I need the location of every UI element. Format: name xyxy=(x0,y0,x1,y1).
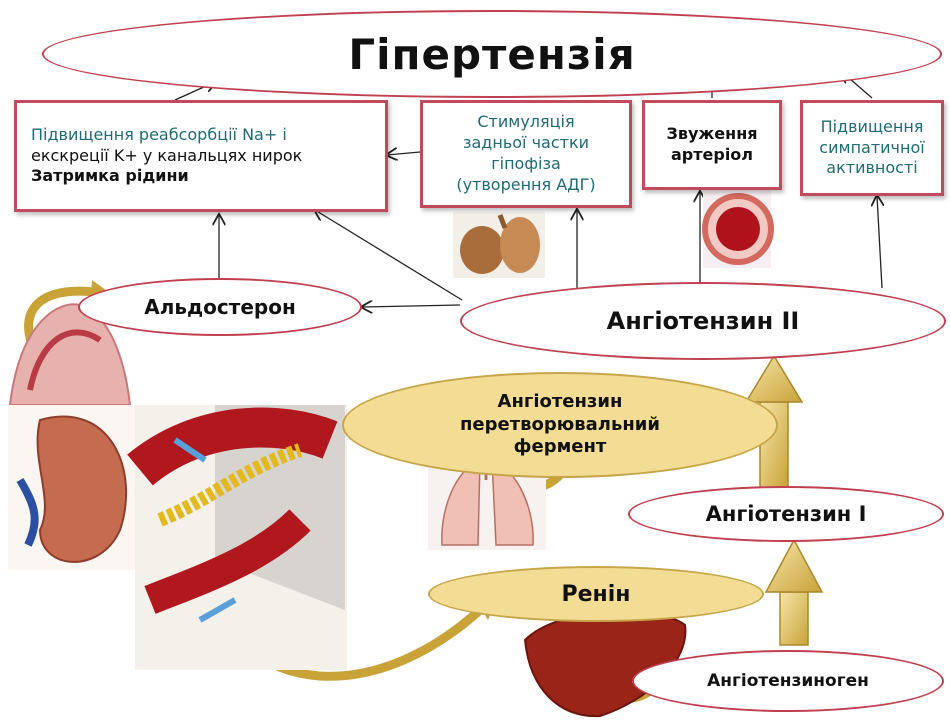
gold-arrow-ango-to-ang1-shaft xyxy=(780,592,808,645)
angiotensinogen-oval: Ангіотензиноген xyxy=(632,650,944,712)
pituitary-line2: задньої частки xyxy=(463,133,589,154)
ace-line2: перетворювальний xyxy=(460,414,660,437)
kidney-effect-box: Підвищення реабсорбції Na+ і екскреції K… xyxy=(14,100,388,212)
sympathetic-line3: активності xyxy=(826,158,917,179)
ace-line1: Ангіотензин xyxy=(498,391,623,414)
sympathetic-line2: симпатичної xyxy=(819,138,924,159)
kidney-effect-line2: екскреції K+ у канальцях нирок xyxy=(31,146,371,167)
angiotensin2-oval: Ангіотензин II xyxy=(460,282,946,360)
arrow-ang2-to-kidney xyxy=(315,210,462,300)
gold-arrow-ango-to-ang1-head xyxy=(766,540,822,592)
arrow-ang2-to-symp xyxy=(877,196,882,288)
aldosterone-oval: Альдостерон xyxy=(78,278,362,336)
ace-line3: фермент xyxy=(514,436,607,459)
arteriole-illustration xyxy=(703,190,771,268)
sympathetic-line1: Підвищення xyxy=(821,117,924,138)
angiotensin1-label: Ангіотензин I xyxy=(706,502,867,526)
pituitary-line4: (утворення АДГ) xyxy=(456,175,595,196)
hypertension-oval: Гіпертензія xyxy=(42,10,942,98)
vessel-line2: артеріол xyxy=(671,145,753,166)
pituitary-illustration xyxy=(453,212,545,278)
renin-oval: Ренін xyxy=(428,566,764,622)
vessel-line1: Звуження xyxy=(666,124,757,145)
renin-label: Ренін xyxy=(562,582,631,607)
kidney-illustration xyxy=(8,405,136,570)
aldosterone-label: Альдостерон xyxy=(144,295,296,319)
kidney-effect-line1: Підвищення реабсорбції Na+ і xyxy=(31,125,371,146)
sympathetic-box: Підвищення симпатичної активності xyxy=(800,100,944,196)
vessel-box: Звуження артеріол xyxy=(642,100,782,190)
nephron-illustration xyxy=(135,405,347,670)
arrow-pituitary-to-kidney xyxy=(387,152,420,155)
pituitary-line3: гіпофіза xyxy=(491,154,561,175)
angiotensinogen-label: Ангіотензиноген xyxy=(707,671,869,691)
pituitary-line1: Стимуляція xyxy=(477,112,574,133)
gold-arrow-ang1-to-ang2-head xyxy=(746,356,802,402)
pituitary-box: Стимуляція задньої частки гіпофіза (утво… xyxy=(420,100,632,208)
kidney-effect-bold: Затримка рідини xyxy=(31,166,371,187)
arrow-ang2-to-aldo xyxy=(362,305,460,307)
ace-oval: Ангіотензин перетворювальний фермент xyxy=(342,372,778,478)
angiotensin1-oval: Ангіотензин I xyxy=(628,486,944,542)
angiotensin2-label: Ангіотензин II xyxy=(607,307,800,335)
page-title: Гіпертензія xyxy=(348,30,635,79)
